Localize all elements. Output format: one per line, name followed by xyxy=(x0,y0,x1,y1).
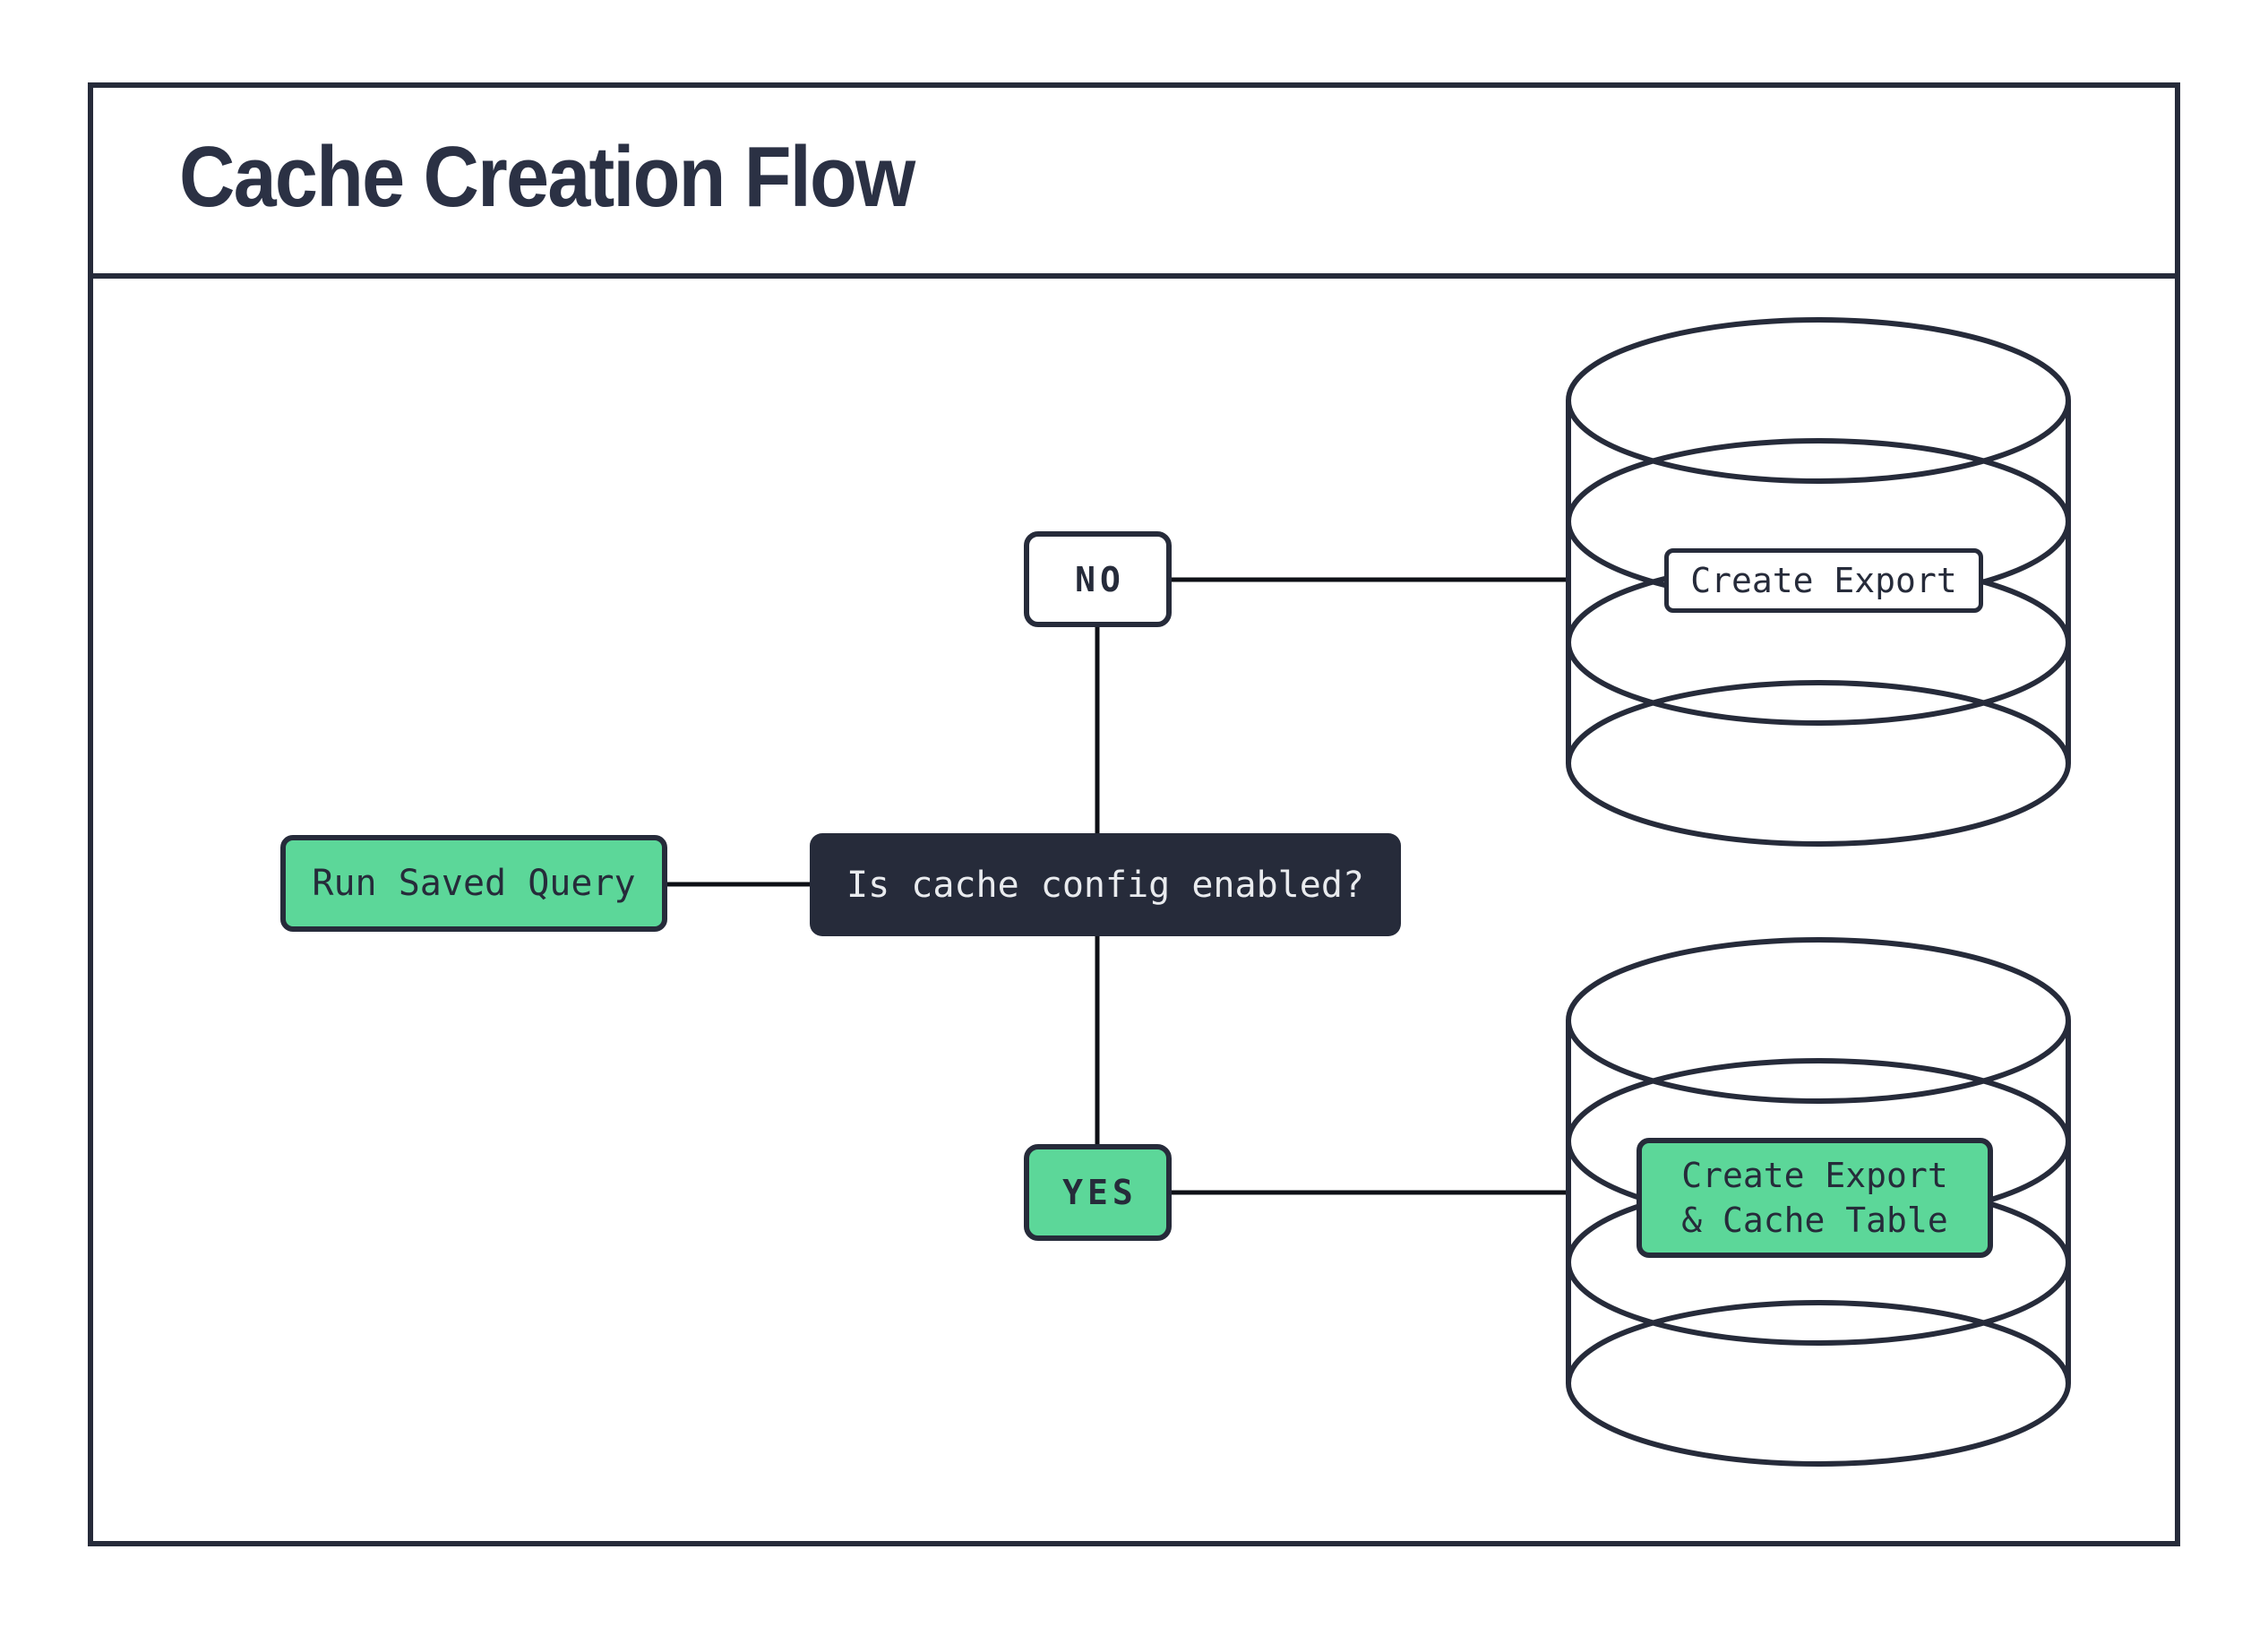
diagram-frame xyxy=(88,82,2180,1546)
node-create-export-cache-table-line2: & Cache Table xyxy=(1681,1201,1948,1240)
node-create-export-label: Create Export xyxy=(1690,561,1957,600)
node-branch-no-label: NO xyxy=(1075,559,1125,599)
node-branch-yes-label: YES xyxy=(1062,1173,1138,1212)
title-divider xyxy=(88,273,2180,279)
node-run-saved-query: Run Saved Query xyxy=(280,835,667,932)
node-run-saved-query-label: Run Saved Query xyxy=(312,863,636,904)
database-icon xyxy=(1566,317,2071,847)
node-create-export-cache-table-line1: Create Export xyxy=(1681,1156,1948,1195)
node-cache-config-decision: Is cache config enabled? xyxy=(810,833,1401,936)
node-create-export-cache-table: Create Export & Cache Table xyxy=(1637,1138,1993,1258)
page-title: Cache Creation Flow xyxy=(179,129,915,225)
node-branch-yes: YES xyxy=(1024,1144,1172,1241)
connector-lines xyxy=(667,577,1568,1195)
node-branch-no: NO xyxy=(1024,531,1172,627)
node-cache-config-decision-label: Is cache config enabled? xyxy=(846,864,1364,906)
node-create-export: Create Export xyxy=(1664,548,1983,613)
